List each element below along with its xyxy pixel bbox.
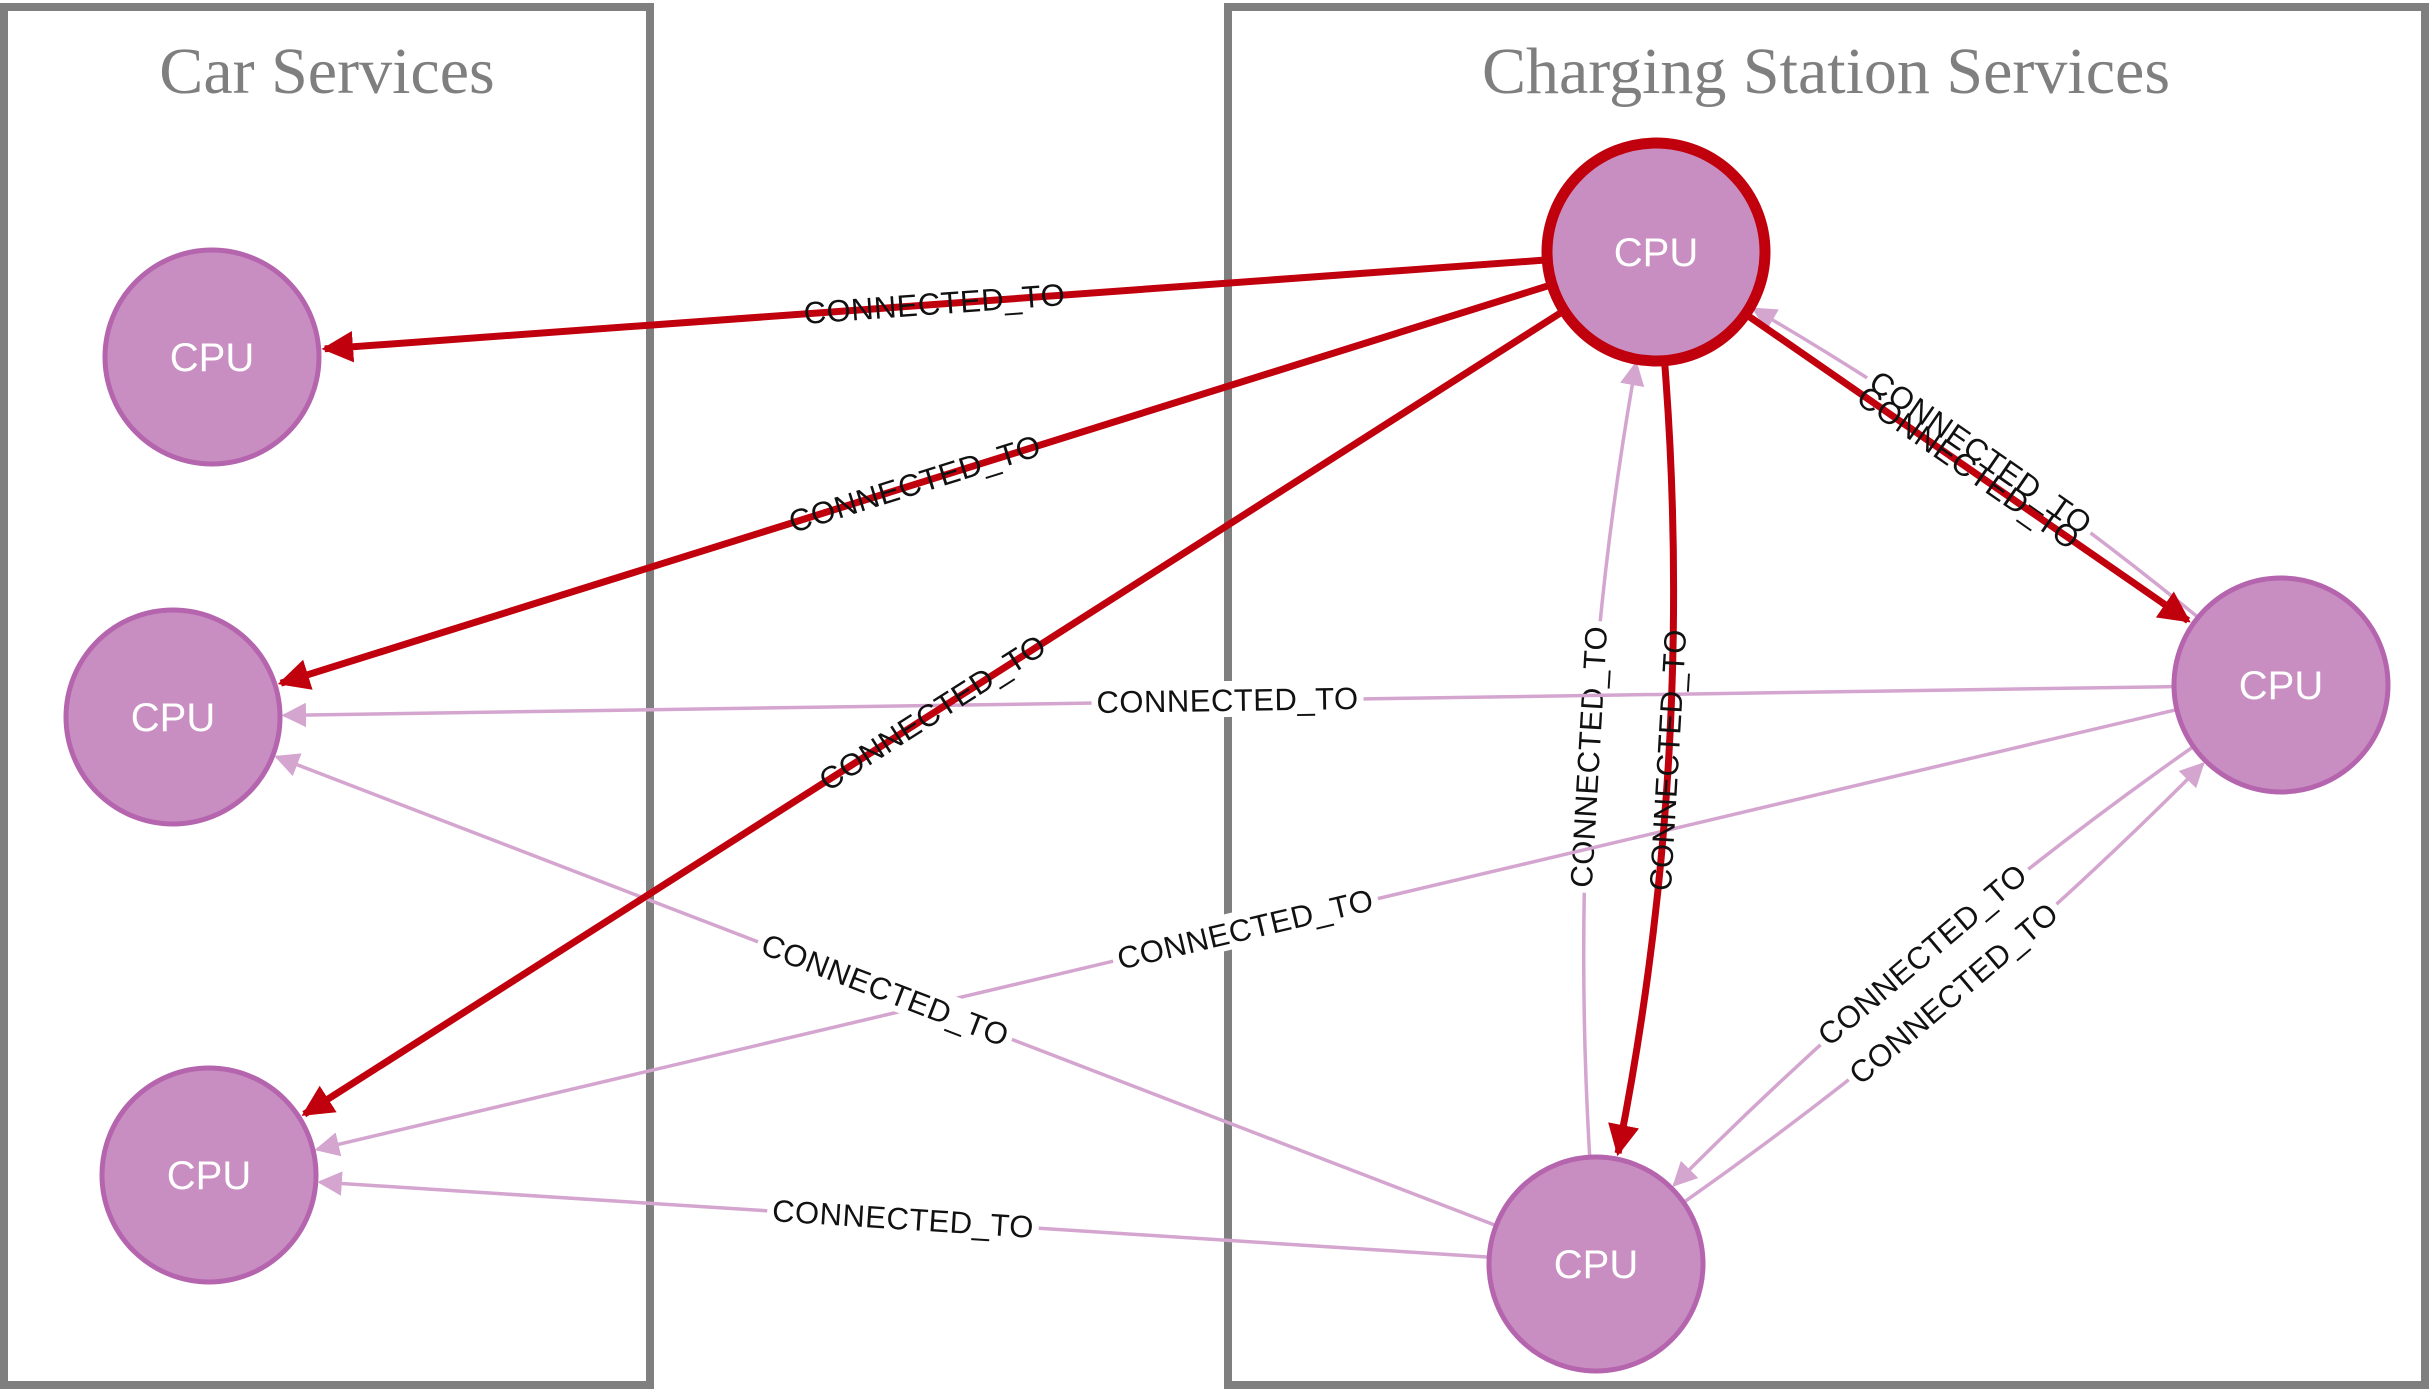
node-label: CPU: [170, 336, 254, 380]
edge-label-text: CONNECTED_TO: [1643, 628, 1693, 892]
node-cs_top[interactable]: CPU: [1541, 137, 1771, 367]
car-services-title: Car Services: [159, 35, 494, 108]
node-car1[interactable]: CPU: [102, 247, 322, 467]
edge-line[interactable]: [321, 256, 1546, 363]
edge-label-text: CONNECTED_TO: [1096, 681, 1359, 720]
car-services-panel: [0, 3, 654, 1389]
edge-label-text: CONNECTED_TO: [771, 1193, 1035, 1245]
edge-label: CONNECTED_TO: [1643, 628, 1693, 892]
edge-cs_bottom-to-cs_top[interactable]: CONNECTED_TO: [1561, 360, 1645, 1156]
node-label: CPU: [1614, 231, 1698, 275]
edge-cs_bottom-to-car2[interactable]: CONNECTED_TO: [274, 753, 1495, 1227]
edge-label: CONNECTED_TO: [802, 277, 1066, 331]
node-label: CPU: [167, 1154, 251, 1198]
edge-label: CONNECTED_TO: [813, 628, 1053, 798]
edges-layer: CONNECTED_TOCONNECTED_TOCONNECTED_TOCONN…: [274, 256, 2205, 1259]
edge-label: CONNECTED_TO: [1851, 379, 2086, 557]
edge-label: CONNECTED_TO: [1091, 678, 1364, 720]
edge-cs_right-to-car2[interactable]: CONNECTED_TO: [281, 678, 2173, 728]
edge-label-text: CONNECTED_TO: [1851, 379, 2086, 557]
edge-label-text: CONNECTED_TO: [757, 927, 1014, 1054]
node-car3[interactable]: CPU: [99, 1065, 319, 1285]
edge-label-text: CONNECTED_TO: [813, 628, 1053, 798]
edge-cs_right-to-cs_bottom[interactable]: CONNECTED_TO: [1672, 746, 2193, 1187]
edge-cs_bottom-to-cs_right[interactable]: CONNECTED_TO: [1684, 762, 2205, 1203]
node-label: CPU: [2239, 664, 2323, 708]
node-circle[interactable]: [99, 1065, 319, 1285]
edge-cs_bottom-to-car3[interactable]: CONNECTED_TO: [317, 1171, 1488, 1259]
node-circle[interactable]: [102, 247, 322, 467]
node-cs_bottom[interactable]: CPU: [1486, 1154, 1706, 1374]
edge-label-text: CONNECTED_TO: [1114, 882, 1377, 976]
edge-line[interactable]: [277, 281, 1552, 690]
node-label: CPU: [131, 696, 215, 740]
node-circle[interactable]: [1541, 137, 1771, 367]
edge-line[interactable]: [1608, 362, 1678, 1157]
nodes-layer: CPU CPU CPU CPU CPU CPU: [63, 137, 2391, 1374]
node-circle[interactable]: [63, 607, 283, 827]
node-circle[interactable]: [1486, 1154, 1706, 1374]
node-cs_right[interactable]: CPU: [2171, 575, 2391, 795]
node-label: CPU: [1554, 1243, 1638, 1287]
node-circle[interactable]: [2171, 575, 2391, 795]
edge-label-text: CONNECTED_TO: [802, 277, 1066, 331]
edge-line[interactable]: [1745, 312, 2191, 624]
edge-cs_top-to-cs_bottom[interactable]: CONNECTED_TO: [1608, 362, 1693, 1157]
edge-cs_top-to-car1[interactable]: CONNECTED_TO: [321, 256, 1546, 363]
edge-label: CONNECTED_TO: [766, 1190, 1041, 1245]
edge-label: CONNECTED_TO: [785, 428, 1046, 540]
edge-cs_top-to-cs_right[interactable]: CONNECTED_TO: [1745, 312, 2191, 624]
edge-cs_top-to-car2[interactable]: CONNECTED_TO: [277, 281, 1552, 690]
node-car2[interactable]: CPU: [63, 607, 283, 827]
charging-station-services-title: Charging Station Services: [1482, 35, 2170, 108]
edge-label: CONNECTED_TO: [1108, 879, 1382, 977]
edge-label-text: CONNECTED_TO: [785, 428, 1046, 540]
edge-line[interactable]: [301, 308, 1565, 1118]
